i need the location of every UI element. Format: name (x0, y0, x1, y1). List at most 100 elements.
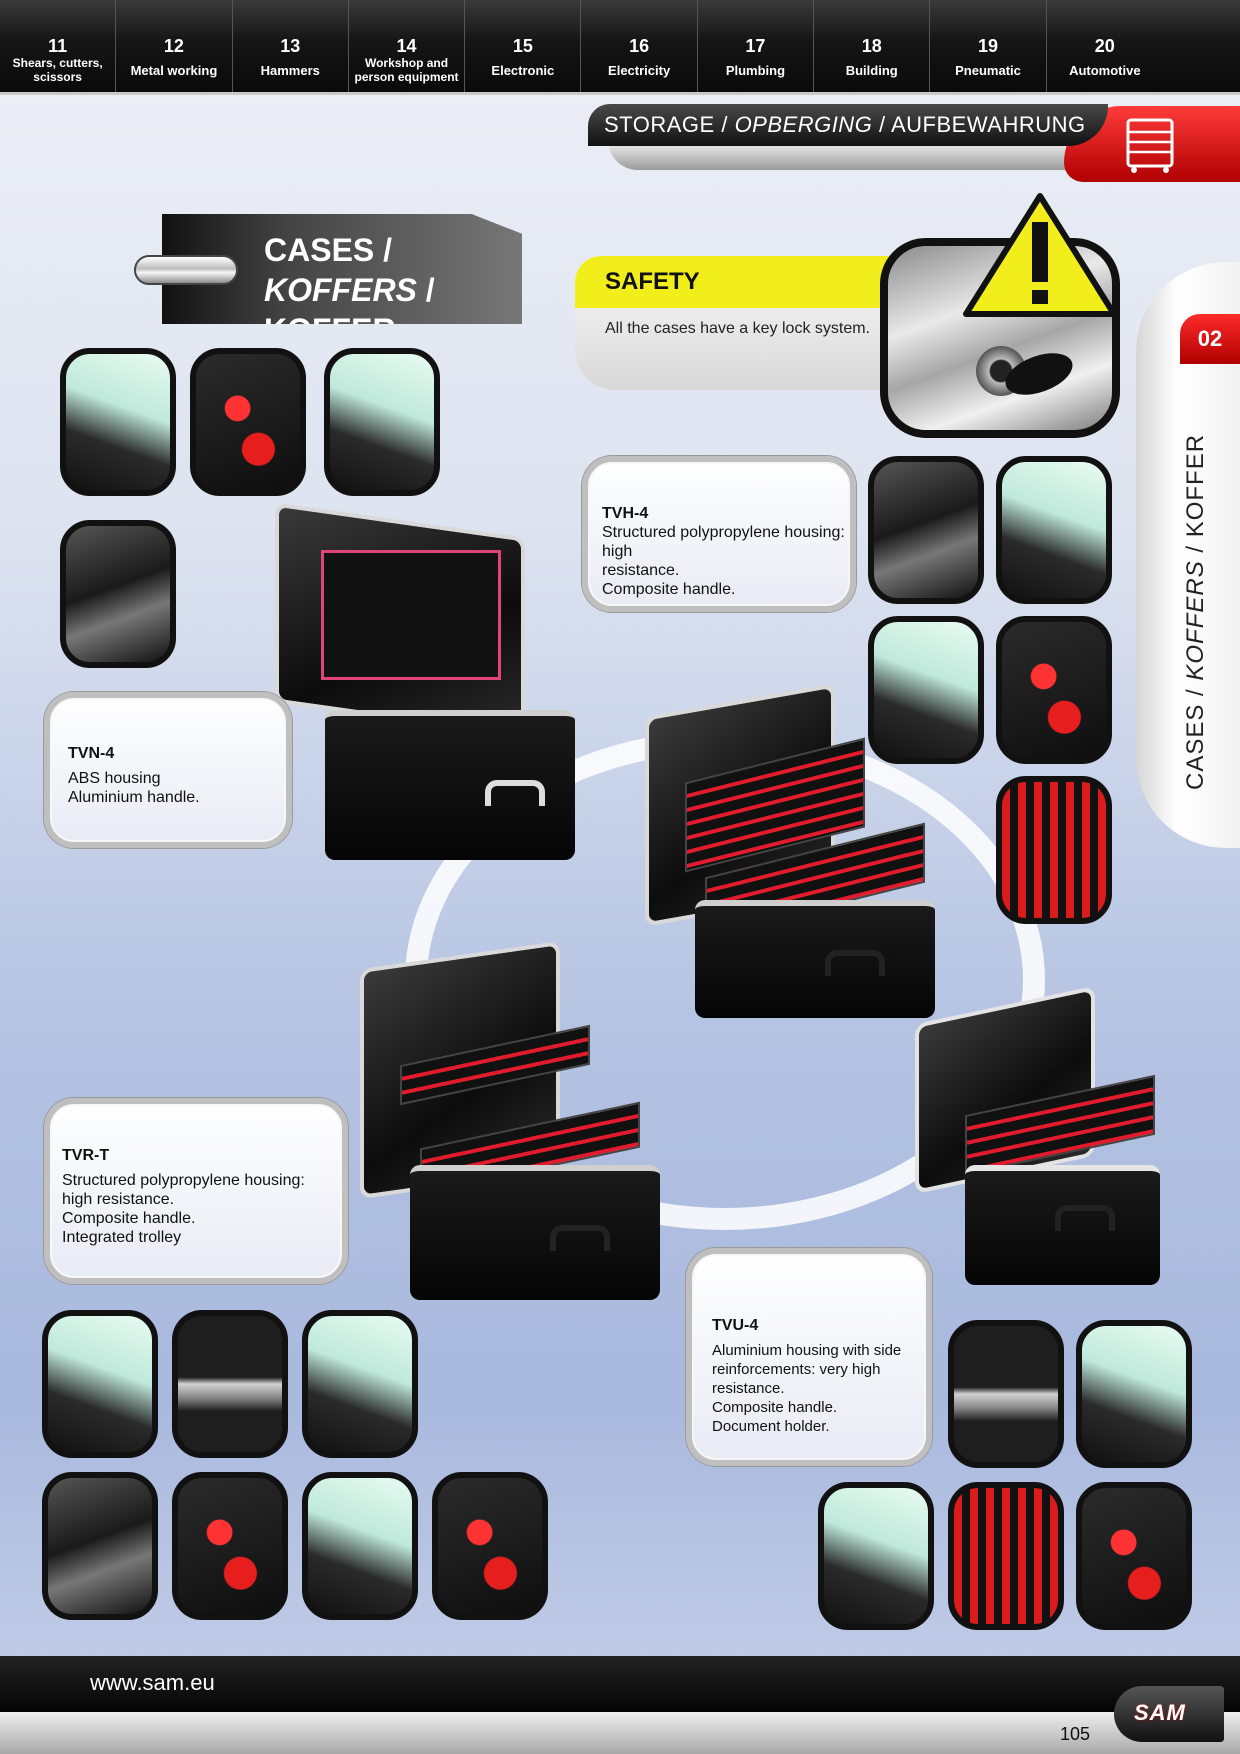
section-title: CASES / KOFFERS / KOFFER (162, 214, 522, 324)
nav-number: 13 (280, 36, 301, 56)
thumbnail-photo (172, 1310, 288, 1458)
nav-item-19[interactable]: 19 Pneumatic (930, 0, 1047, 92)
safety-text: All the cases have a key lock system. (605, 320, 870, 337)
footer-silver-band (0, 1712, 1240, 1754)
case-tvn4-photo (275, 502, 595, 860)
product-code: TVH-4 (602, 505, 649, 522)
thumbnail-photo (302, 1310, 418, 1458)
case-handle (485, 780, 545, 806)
thumbnail-photo (60, 348, 176, 496)
nav-item-15[interactable]: 15 Electronic (465, 0, 582, 92)
nav-label: Workshop and person equipment (354, 56, 459, 84)
thumbnail-photo (996, 776, 1112, 924)
thumbnail-photo (1076, 1482, 1192, 1630)
side-text-a: CASES / (1182, 680, 1209, 791)
nav-label: Pneumatic (955, 63, 1021, 78)
chapter-vertical-title: CASES / KOFFERS / KOFFER (1176, 402, 1216, 822)
nav-number: 11 (48, 36, 68, 56)
storage-sep: / (721, 112, 728, 137)
nav-number: 16 (629, 36, 650, 56)
thumbnail-photo (190, 348, 306, 496)
page-footer: www.sam.eu 105 SAM (0, 1656, 1240, 1754)
product-box-tvrt: TVR-T Structured polypropylene housing: … (44, 1098, 348, 1284)
storage-header: STORAGE / OPBERGING / AUFBEWAHRUNG (588, 104, 1240, 182)
chapter-side-tab: 02 CASES / KOFFERS / KOFFER (1136, 262, 1240, 848)
title-de: KOFFER (264, 312, 396, 348)
product-desc-line: reinforcements: very high resistance. (712, 1361, 881, 1397)
product-desc-line: ABS housing (68, 770, 161, 787)
case-base (965, 1165, 1160, 1285)
case-handle (550, 1225, 610, 1251)
product-box-tvn4: TVN-4 ABS housing Aluminium handle. (44, 692, 292, 848)
nav-item-20[interactable]: 20 Automotive (1047, 0, 1163, 92)
nav-item-13[interactable]: 13 Hammers (233, 0, 349, 92)
logo-text: SAM (1134, 1700, 1186, 1725)
thumbnail-photo (432, 1472, 548, 1620)
thumbnail-photo (324, 348, 440, 496)
chrome-handle-decoration (134, 255, 238, 285)
product-desc-line: Structured polypropylene housing: high (602, 524, 845, 560)
footer-black-band (0, 1656, 1240, 1712)
thumbnail-photo (302, 1472, 418, 1620)
thumbnail-photo (868, 616, 984, 764)
product-desc-line: Composite handle. (62, 1210, 196, 1227)
case-tvu4-photo (915, 985, 1160, 1300)
thumbnail-photo (42, 1472, 158, 1620)
nav-label: Metal working (130, 63, 218, 78)
title-en: CASES (264, 232, 375, 268)
product-code: TVR-T (62, 1147, 110, 1164)
product-desc-line: resistance. (602, 562, 680, 579)
nav-item-16[interactable]: 16 Electricity (581, 0, 698, 92)
chapter-number: 02 (1180, 314, 1240, 364)
nav-number: 18 (861, 36, 882, 56)
case-pouch-panel (321, 550, 501, 680)
top-navigation: 11 Shears, cutters, scissors 12 Metal wo… (0, 0, 1240, 95)
warning-triangle-icon (963, 193, 1117, 317)
thumbnail-photo (1076, 1320, 1192, 1468)
product-desc-line: Structured polypropylene housing: (62, 1172, 305, 1189)
safety-heading: SAFETY (605, 268, 700, 295)
sam-logo: SAM (1114, 1686, 1224, 1742)
nav-number: 20 (1094, 36, 1115, 56)
nav-number: 19 (978, 36, 999, 56)
product-desc-line: Integrated trolley (62, 1229, 182, 1246)
nav-label: Electronic (491, 63, 555, 78)
thumbnail-photo (868, 456, 984, 604)
side-text-c: / KOFFER (1182, 433, 1209, 561)
title-sep: / (425, 272, 435, 308)
storage-en: STORAGE (604, 112, 715, 137)
nav-label: Automotive (1069, 63, 1141, 78)
case-handle (825, 950, 885, 976)
product-code: TVN-4 (68, 745, 115, 762)
safety-band (575, 256, 905, 308)
product-desc-line: Aluminium housing with side (712, 1342, 902, 1359)
thumbnail-photo (60, 520, 176, 668)
nav-number: 14 (396, 36, 417, 56)
product-desc-line: Document holder. (712, 1418, 830, 1435)
nav-label: Hammers (260, 63, 320, 78)
nav-item-11[interactable]: 11 Shears, cutters, scissors (0, 0, 117, 92)
case-base (410, 1165, 660, 1300)
thumbnail-photo (818, 1482, 934, 1630)
case-tvrt-photo (360, 940, 670, 1300)
website-link[interactable]: www.sam.eu (90, 1670, 215, 1695)
nav-item-18[interactable]: 18 Building (814, 0, 931, 92)
product-box-tvh4: TVH-4 Structured polypropylene housing: … (582, 456, 856, 612)
product-code: TVU-4 (712, 1317, 759, 1334)
storage-sep: / (878, 112, 886, 137)
thumbnail-photo (948, 1482, 1064, 1630)
case-tvh4-photo (645, 683, 945, 1020)
nav-label: Electricity (608, 63, 671, 78)
nav-item-14[interactable]: 14 Workshop and person equipment (349, 0, 466, 92)
thumbnail-photo (172, 1472, 288, 1620)
nav-label: Building (845, 63, 898, 78)
storage-title: STORAGE / OPBERGING / AUFBEWAHRUNG (588, 104, 1108, 146)
nav-item-17[interactable]: 17 Plumbing (698, 0, 815, 92)
side-text-b: KOFFERS (1182, 560, 1209, 681)
nav-item-12[interactable]: 12 Metal working (116, 0, 233, 92)
storage-nl: OPBERGING (734, 112, 873, 137)
thumbnail-photo (42, 1310, 158, 1458)
storage-de: AUFBEWAHRUNG (890, 112, 1086, 137)
nav-label: Shears, cutters, scissors (12, 56, 103, 84)
thumbnail-photo (996, 456, 1112, 604)
